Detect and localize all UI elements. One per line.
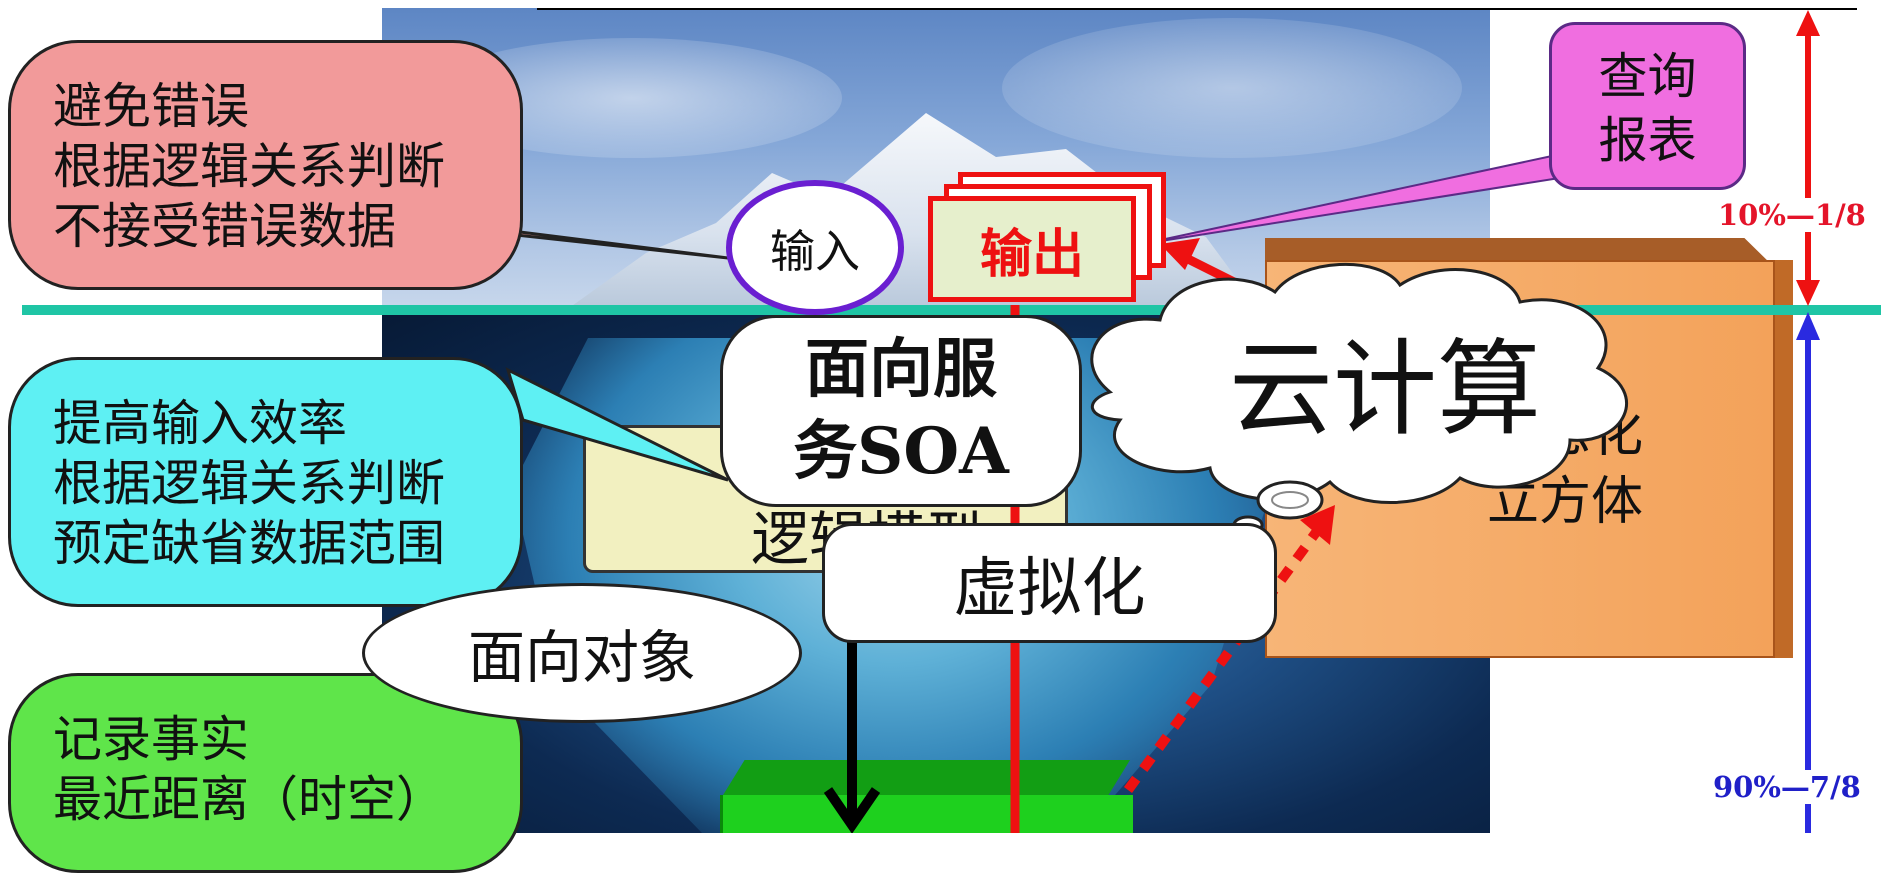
- axis-arrow-bottom-head-up: [1796, 312, 1820, 340]
- cloud-label: 云计算: [1229, 328, 1541, 450]
- callout-record-facts-line2: 最近距离（时空）: [53, 771, 446, 828]
- diagram-connectors: 云计算: [469, 10, 1820, 833]
- input-ellipse: 输入: [726, 180, 904, 315]
- cloud-bubble: [1090, 262, 1628, 535]
- callout-input-efficiency-line3: 预定缺省数据范围: [53, 515, 446, 572]
- output-label: 输出: [979, 223, 1084, 285]
- axis-label-bottom: 90%—7/8: [1711, 770, 1863, 804]
- callout-avoid-errors: 避免错误 根据逻辑关系判断 不接受错误数据: [8, 40, 523, 290]
- callout-input-efficiency: 提高输入效率 根据逻辑关系判断 预定缺省数据范围: [8, 357, 523, 607]
- callout-input-efficiency-line1: 提高输入效率: [53, 395, 348, 452]
- axis-arrow-top-head-up: [1796, 10, 1820, 36]
- object-oriented-bubble: 面向对象: [362, 583, 802, 723]
- callout-avoid-errors-line1: 避免错误: [53, 78, 250, 135]
- output-doc: 输出: [928, 196, 1136, 302]
- query-report-line2: 报表: [1598, 112, 1697, 169]
- soa-label-line1: 面向服: [805, 332, 997, 407]
- axis-arrow-top-head-down: [1796, 280, 1820, 306]
- callout-input-efficiency-line2: 根据逻辑关系判断: [53, 455, 446, 512]
- soa-label-line2: 务SOA: [793, 414, 1009, 489]
- top-rule-line: [537, 8, 1857, 10]
- query-report-line1: 查询: [1598, 48, 1697, 105]
- cube-side-face: [1775, 260, 1793, 658]
- dashed-cube-arrowhead: [1300, 505, 1335, 545]
- query-report-box: 查询 报表: [1549, 22, 1746, 190]
- output-arrowhead: [1160, 238, 1200, 270]
- callout-avoid-errors-line3: 不接受错误数据: [53, 198, 397, 255]
- virtualization-label: 虚拟化: [953, 552, 1146, 626]
- virtualization-bubble: 虚拟化: [822, 523, 1277, 643]
- callout-pointer-cyan: [505, 367, 729, 482]
- axis-label-top: 10%—1/8: [1716, 198, 1868, 232]
- waterline: [22, 305, 1881, 315]
- database-box-top: [720, 760, 1130, 800]
- soa-bubble: 面向服 务SOA: [720, 315, 1082, 507]
- input-flow-arrowhead: [823, 787, 881, 833]
- query-pointer: [1141, 148, 1613, 245]
- callout-record-facts-line1: 记录事实: [53, 711, 250, 768]
- input-label: 输入: [769, 225, 860, 278]
- callout-avoid-errors-line2: 根据逻辑关系判断: [53, 138, 446, 195]
- database-box: [720, 795, 1133, 833]
- object-oriented-label: 面向对象: [468, 625, 696, 691]
- dashed-cube-arrow: [1123, 517, 1330, 793]
